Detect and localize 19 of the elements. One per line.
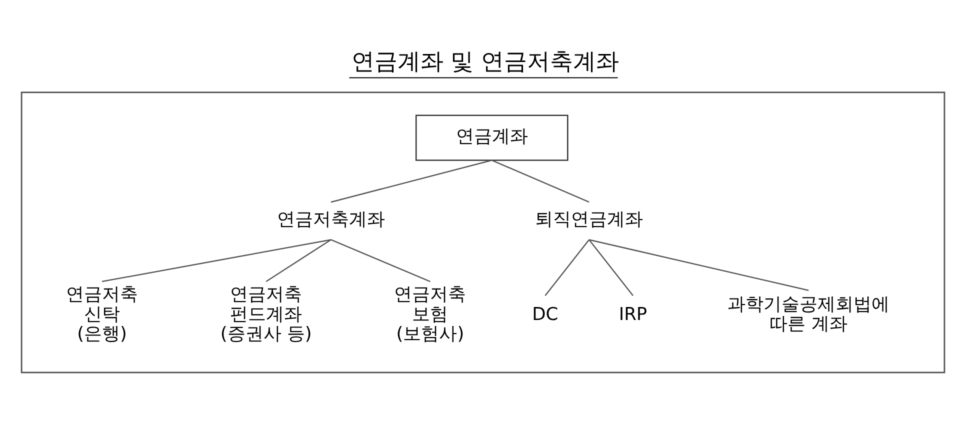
node-text: DC (532, 304, 558, 324)
node-text: IRP (618, 304, 648, 324)
node-box: 연금계좌 (415, 114, 568, 160)
connector (330, 238, 430, 282)
node-text: 퇴직연금계좌 (535, 210, 644, 230)
node-text: 연금저축 펀드계좌 (증권사 등) (220, 284, 312, 344)
node-text: 연금저축계좌 (276, 210, 385, 230)
diagram-title: 연금계좌 및 연금저축계좌 (351, 48, 619, 74)
connector (330, 159, 492, 202)
connector (544, 238, 590, 296)
connector (588, 238, 809, 291)
connector (588, 238, 634, 296)
node-text: 연금저축 보험 (보험사) (394, 284, 466, 344)
connector (102, 238, 332, 282)
node-text: 연금저축 신탁 (은행) (66, 284, 138, 344)
node-text: 과학기술공제회법에 따른 계좌 (728, 294, 890, 334)
connector (492, 159, 590, 202)
connector (266, 238, 332, 282)
cluster (20, 91, 946, 373)
